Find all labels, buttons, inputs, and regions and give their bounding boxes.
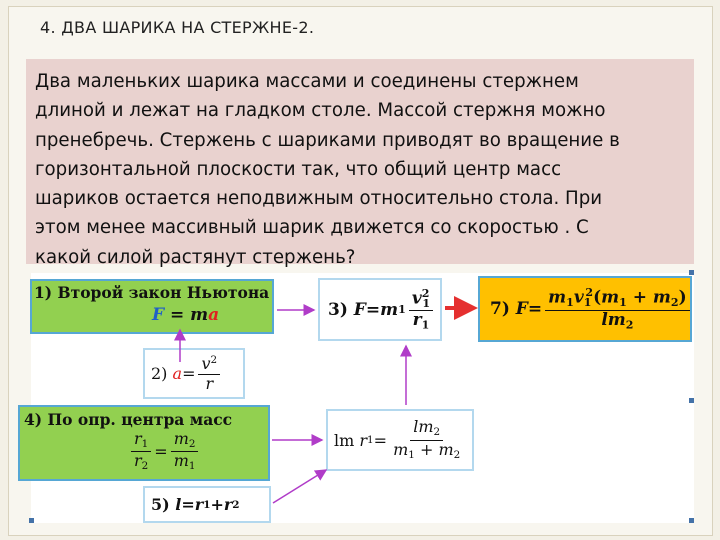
problem-line: Два маленьких шарика массами и соединены… — [35, 71, 579, 92]
step-7-formula: 7) F = m1v12(m1 + m2) lm2 — [490, 287, 693, 330]
problem-line: какой силой растянут стержень? — [35, 246, 356, 268]
force-symbol: F — [152, 305, 165, 325]
step-4-label: 4) По опр. центра масс — [24, 410, 233, 429]
problem-line: горизонтальной плоскости так, что общий … — [35, 158, 562, 180]
eq-sign: = — [182, 363, 196, 383]
step-1-label: 1) Второй закон Ньютона — [34, 283, 270, 302]
step-4-formula: r1 r2 = m2 m1 — [128, 430, 201, 472]
accel-symbol: a — [208, 305, 220, 325]
resize-handle[interactable] — [689, 270, 694, 275]
fraction: m2 m1 — [170, 430, 199, 472]
problem-line: пренебречь. Стержень с шариками приводят… — [35, 129, 620, 151]
mass-symbol: m — [190, 305, 209, 325]
arrow-5-to-6 — [272, 469, 328, 504]
resize-handle[interactable] — [689, 518, 694, 523]
fraction: v2 r — [198, 354, 221, 393]
step-number: 3) — [328, 299, 348, 320]
problem-line: этом менее массивный шарик движется со с… — [35, 217, 589, 239]
step-2-formula: 2) a = v2 r — [151, 354, 223, 393]
resize-handle[interactable] — [689, 398, 694, 403]
fraction: r1 r2 — [131, 430, 152, 472]
problem-line: длиной и лежат на гладком столе. Массой … — [35, 100, 606, 122]
fraction: v21 r1 — [408, 287, 434, 331]
slide-title: 4. ДВА ШАРИКА НА СТЕРЖНЕ-2. — [40, 18, 315, 37]
resize-handle[interactable] — [29, 518, 34, 523]
step-2-centripetal: 2) a = v2 r — [143, 348, 245, 399]
step-1-newton-law: 1) Второй закон Ньютона F = ma — [30, 279, 274, 334]
eq-sign: = — [164, 305, 191, 325]
fraction: lm2 m1 + m2 — [393, 417, 461, 461]
fraction: m1v12(m1 + m2) lm2 — [545, 287, 690, 330]
step-number: 2) — [151, 363, 168, 383]
problem-line: шариков остается неподвижным относительн… — [35, 188, 603, 210]
step-1-formula: F = ma — [152, 305, 219, 325]
step-4-center-of-mass: 4) По опр. центра масс r1 r2 = m2 m1 — [18, 405, 270, 481]
problem-text: Два маленьких шарика массами и соединены… — [35, 67, 685, 272]
problem-statement: Два маленьких шарика массами и соединены… — [26, 59, 694, 268]
step-7-answer: 7) F = m1v12(m1 + m2) lm2 — [478, 276, 692, 342]
accel-symbol: a — [172, 363, 183, 383]
